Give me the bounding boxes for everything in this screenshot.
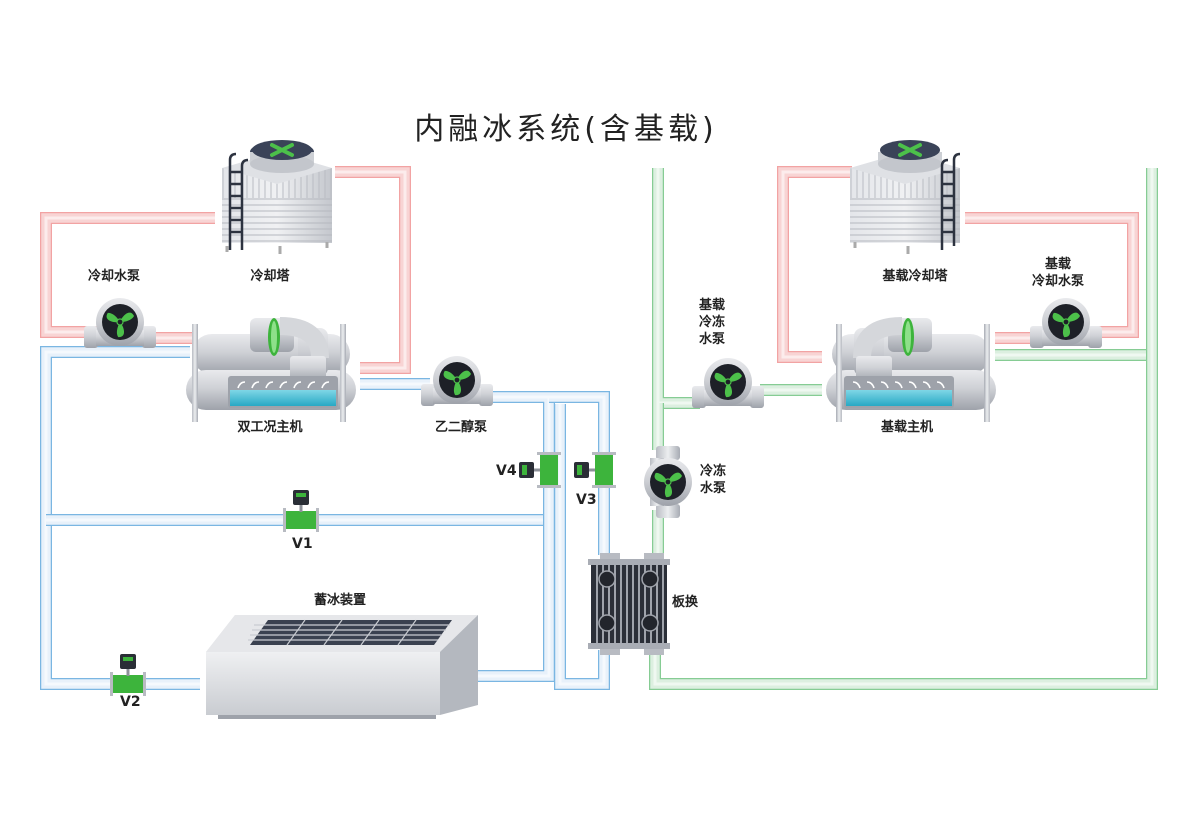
valve-v3[interactable]	[574, 452, 616, 488]
chilled-water-pump[interactable]	[644, 446, 692, 518]
cooling-pipe-tower-to-pump	[40, 212, 215, 338]
base-cooling-pipe-tower-to-pump	[965, 212, 1139, 338]
diagram-title: 内融冰系统(含基载)	[414, 112, 718, 147]
meter-display-icon	[519, 462, 534, 478]
ice-storage-tank[interactable]	[206, 615, 478, 719]
plate-hx-label: 板换	[672, 595, 699, 610]
plate-heat-exchanger[interactable]	[588, 553, 670, 655]
fan-icon	[714, 372, 742, 398]
base-cooling-water-pump[interactable]	[1030, 298, 1102, 348]
cooling-pump-label: 冷却水泵	[87, 269, 140, 284]
glycol-pipe-v3-branch	[549, 391, 610, 555]
base-chilled-pump-label: 基载 冷冻 水泵	[698, 298, 725, 347]
cooling-tower-label: 冷却塔	[250, 269, 290, 284]
fan-icon	[1052, 312, 1080, 338]
dual-chiller-label: 双工况主机	[237, 420, 303, 435]
glycol-pipe-v4-branch	[480, 391, 555, 520]
dual-mode-chiller[interactable]	[186, 317, 356, 422]
glycol-pump[interactable]	[421, 356, 493, 406]
chilled-pipe-left-riser	[652, 168, 700, 409]
valve-v2[interactable]	[110, 654, 146, 696]
glycol-pipe-ice-return	[478, 520, 555, 682]
ice-storage-label: 蓄冰装置	[313, 593, 366, 608]
base-chilled-water-pump[interactable]	[692, 358, 764, 408]
glycol-pipe-hx-return	[554, 404, 610, 690]
base-cooling-pump-label: 基载 冷却水泵	[1031, 257, 1084, 289]
valve-v2-label: V2	[120, 694, 141, 710]
cooling-water-pump[interactable]	[84, 298, 156, 348]
ladder-icon	[228, 152, 249, 250]
valve-v1[interactable]	[283, 490, 319, 532]
glycol-pump-label: 乙二醇泵	[434, 420, 487, 435]
water-sight-window	[844, 376, 954, 408]
cooling-tower[interactable]	[222, 140, 332, 254]
chilled-pipe-main-loop	[649, 168, 1158, 690]
valve-v4-label: V4	[496, 463, 517, 479]
valve-v4[interactable]	[519, 452, 561, 488]
valve-v1-label: V1	[292, 536, 313, 552]
meter-display-icon	[574, 462, 589, 478]
base-chiller-label: 基载主机	[880, 420, 933, 435]
ladder-icon	[940, 152, 961, 250]
base-cooling-tower[interactable]	[850, 140, 961, 254]
fan-icon	[270, 143, 294, 157]
water-sight-window	[228, 376, 338, 408]
ice-grid-icon	[248, 619, 452, 646]
valve-v3-label: V3	[576, 492, 597, 508]
compressor-motor-icon	[268, 318, 280, 356]
fan-icon	[106, 312, 134, 338]
base-cooling-pipe-tower-to-chiller	[777, 166, 852, 363]
chilled-pump-label: 冷冻 水泵	[700, 464, 727, 496]
fan-icon	[898, 143, 922, 157]
compressor-motor-icon	[902, 318, 914, 356]
base-cooling-tower-label: 基载冷却塔	[882, 269, 948, 284]
cooling-pipe-chiller-to-tower	[335, 166, 411, 374]
fan-icon	[443, 370, 471, 396]
meter-display-icon	[293, 490, 309, 505]
meter-display-icon	[120, 654, 136, 669]
pipe-network	[40, 166, 1158, 690]
base-load-chiller[interactable]	[826, 317, 996, 422]
fan-icon	[654, 472, 682, 498]
